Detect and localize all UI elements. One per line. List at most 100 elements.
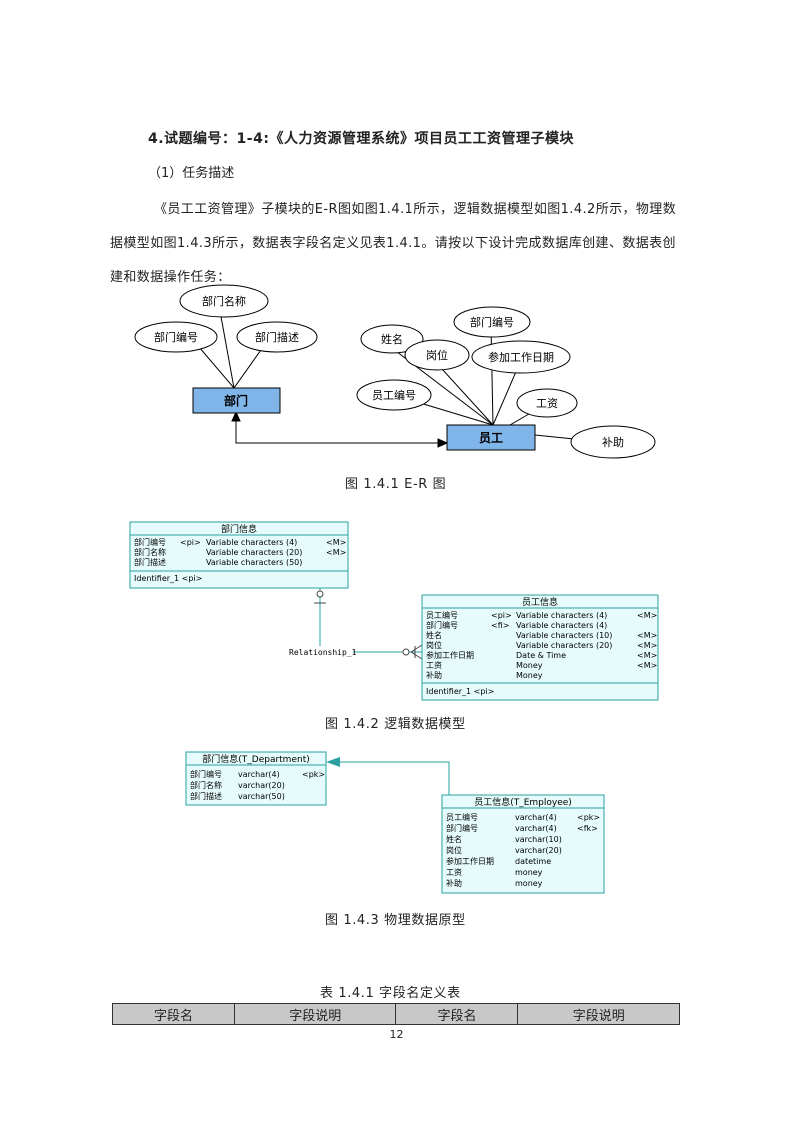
logical-dept-row-name: 部门编号	[134, 537, 166, 547]
er-attr-emp-joindate: 参加工作日期	[488, 350, 554, 364]
logical-emp-row-type: Variable characters (10)	[516, 631, 612, 640]
relationship-label: Relationship_1	[289, 648, 357, 657]
logical-emp-row-mandatory: <M>	[637, 611, 657, 620]
logical-dept-row-mandatory: <M>	[326, 538, 346, 547]
logical-emp-row-name: 参加工作日期	[426, 650, 474, 660]
er-attr-ellipse	[570, 425, 656, 459]
logical-emp-row-type: Variable characters (20)	[516, 641, 612, 650]
logical-emp-row-name: 部门编号	[426, 620, 458, 630]
er-diagram: 部门名称 部门编号 部门描述 姓名 部门编号 岗位 参加工作日期 员工编号 工资…	[134, 284, 656, 459]
er-entity-employee	[446, 424, 536, 451]
physical-emp-row-type: money	[515, 879, 543, 888]
physical-emp-row-name: 岗位	[446, 845, 462, 855]
er-attr-ellipse	[471, 340, 571, 374]
er-attr-emp-post: 岗位	[426, 348, 448, 362]
physical-emp-row-type: money	[515, 868, 543, 877]
logical-emp-row-name: 岗位	[426, 640, 442, 650]
er-attr-emp-salary: 工资	[536, 397, 558, 410]
logical-dept-row-name: 部门名称	[134, 547, 166, 557]
task-description-subheading: （1）任务描述	[148, 166, 235, 181]
er-attr-emp-deptno: 部门编号	[470, 315, 514, 329]
logical-emp-row-name: 补助	[426, 670, 442, 680]
figure-caption-2: 图 1.4.2 逻辑数据模型	[325, 717, 466, 732]
logical-dept-row-name: 部门描述	[134, 557, 166, 567]
column-header-field-name: 字段名	[112, 1003, 235, 1025]
physical-dept-row-name: 部门名称	[190, 780, 222, 790]
relationship-cardinality-circle	[402, 648, 410, 656]
physical-emp-row-name: 员工编号	[446, 812, 478, 822]
physical-table-department: 部门信息(T_Department) 部门编号 varchar(4) <pk> …	[185, 751, 327, 806]
relationship-cardinality-circle	[316, 590, 324, 598]
logical-emp-row-type: Money	[516, 661, 543, 670]
column-header-field-desc: 字段说明	[517, 1003, 680, 1025]
er-attr-ellipse	[356, 379, 432, 411]
physical-dept-row-type: varchar(50)	[238, 792, 285, 801]
er-attr-ellipse	[134, 321, 218, 353]
er-attr-ellipse	[404, 339, 470, 371]
logical-emp-row-type: Date & Time	[516, 651, 566, 660]
figure-caption-3: 图 1.4.3 物理数据原型	[325, 913, 466, 928]
physical-emp-row-key: <fk>	[577, 824, 598, 833]
er-attr-ellipse	[360, 324, 424, 354]
logical-emp-title: 员工信息	[522, 596, 558, 608]
physical-model-diagram: 部门信息(T_Department) 部门编号 varchar(4) <pk> …	[185, 751, 605, 894]
physical-emp-row-key: <pk>	[577, 813, 600, 822]
page-number: 12	[389, 1028, 404, 1041]
logical-entity-employee: 员工信息 员工编号 <pi> Variable characters (4) <…	[421, 594, 659, 701]
logical-emp-row-mandatory: <M>	[637, 641, 657, 650]
table-caption: 表 1.4.1 字段名定义表	[320, 986, 461, 1001]
physical-emp-row-name: 补助	[446, 878, 462, 888]
er-attr-dept-desc: 部门描述	[255, 330, 299, 344]
logical-entity-department: 部门信息 部门编号 <pi> Variable characters (4) <…	[129, 521, 349, 589]
logical-emp-row-mandatory: <M>	[637, 661, 657, 670]
physical-emp-row-type: varchar(4)	[515, 824, 557, 833]
er-attr-ellipse	[516, 388, 578, 418]
logical-dept-row-key: <pi>	[180, 538, 201, 547]
physical-emp-title: 员工信息(T_Employee)	[474, 796, 572, 808]
physical-emp-row-type: varchar(4)	[515, 813, 557, 822]
er-attr-ellipse	[236, 321, 318, 353]
logical-emp-row-mandatory: <M>	[637, 631, 657, 640]
er-attr-ellipse	[453, 306, 531, 338]
section-heading: 4.试题编号：1-4:《人力资源管理系统》项目员工工资管理子模块	[148, 131, 574, 147]
column-header-field-desc: 字段说明	[233, 1003, 397, 1025]
logical-dept-row-type: Variable characters (50)	[206, 558, 302, 567]
figure-caption-1: 图 1.4.1 E-R 图	[345, 477, 447, 492]
er-entity-department	[192, 387, 281, 414]
physical-emp-row-type: varchar(20)	[515, 846, 562, 855]
field-definition-table: 字段名 字段说明 字段名 字段说明	[112, 1003, 680, 1025]
logical-emp-row-name: 姓名	[426, 630, 442, 640]
physical-emp-row-name: 工资	[446, 867, 462, 877]
physical-dept-row-type: varchar(4)	[238, 770, 280, 779]
logical-emp-row-type: Variable characters (4)	[516, 621, 607, 630]
table-header-row: 字段名 字段说明 字段名 字段说明	[112, 1003, 680, 1025]
logical-dept-identifier: Identifier_1 <pi>	[134, 574, 202, 583]
logical-dept-title: 部门信息	[221, 523, 257, 535]
physical-emp-row-type: varchar(10)	[515, 835, 562, 844]
er-entity-department-label: 部门	[224, 393, 248, 408]
er-attr-dept-name: 部门名称	[202, 294, 246, 308]
physical-emp-row-name: 姓名	[446, 834, 462, 844]
er-attr-emp-name: 姓名	[381, 332, 403, 346]
er-attr-ellipse	[179, 284, 269, 318]
physical-dept-row-name: 部门编号	[190, 769, 222, 779]
logical-emp-row-mandatory: <M>	[637, 651, 657, 660]
physical-emp-row-name: 参加工作日期	[446, 856, 494, 866]
er-entity-employee-label: 员工	[479, 431, 503, 445]
column-header-field-name: 字段名	[395, 1003, 519, 1025]
physical-dept-row-type: varchar(20)	[238, 781, 285, 790]
physical-dept-row-name: 部门描述	[190, 791, 222, 801]
physical-dept-title: 部门信息(T_Department)	[202, 753, 309, 765]
logical-dept-row-type: Variable characters (20)	[206, 548, 302, 557]
logical-model-diagram: Relationship_1 部门信息 部门编号 <pi> Variable c…	[129, 521, 659, 701]
logical-emp-row-key: <fi>	[491, 621, 509, 630]
physical-emp-row-type: datetime	[515, 857, 551, 866]
physical-emp-row-name: 部门编号	[446, 823, 478, 833]
logical-emp-row-type: Variable characters (4)	[516, 611, 607, 620]
logical-emp-row-name: 工资	[426, 660, 442, 670]
er-attr-emp-no: 员工编号	[372, 388, 416, 402]
reference-arrowhead	[326, 757, 340, 767]
physical-dept-row-key: <pk>	[302, 770, 325, 779]
er-attr-emp-subsidy: 补助	[602, 435, 624, 449]
logical-emp-identifier: Identifier_1 <pi>	[426, 687, 494, 696]
